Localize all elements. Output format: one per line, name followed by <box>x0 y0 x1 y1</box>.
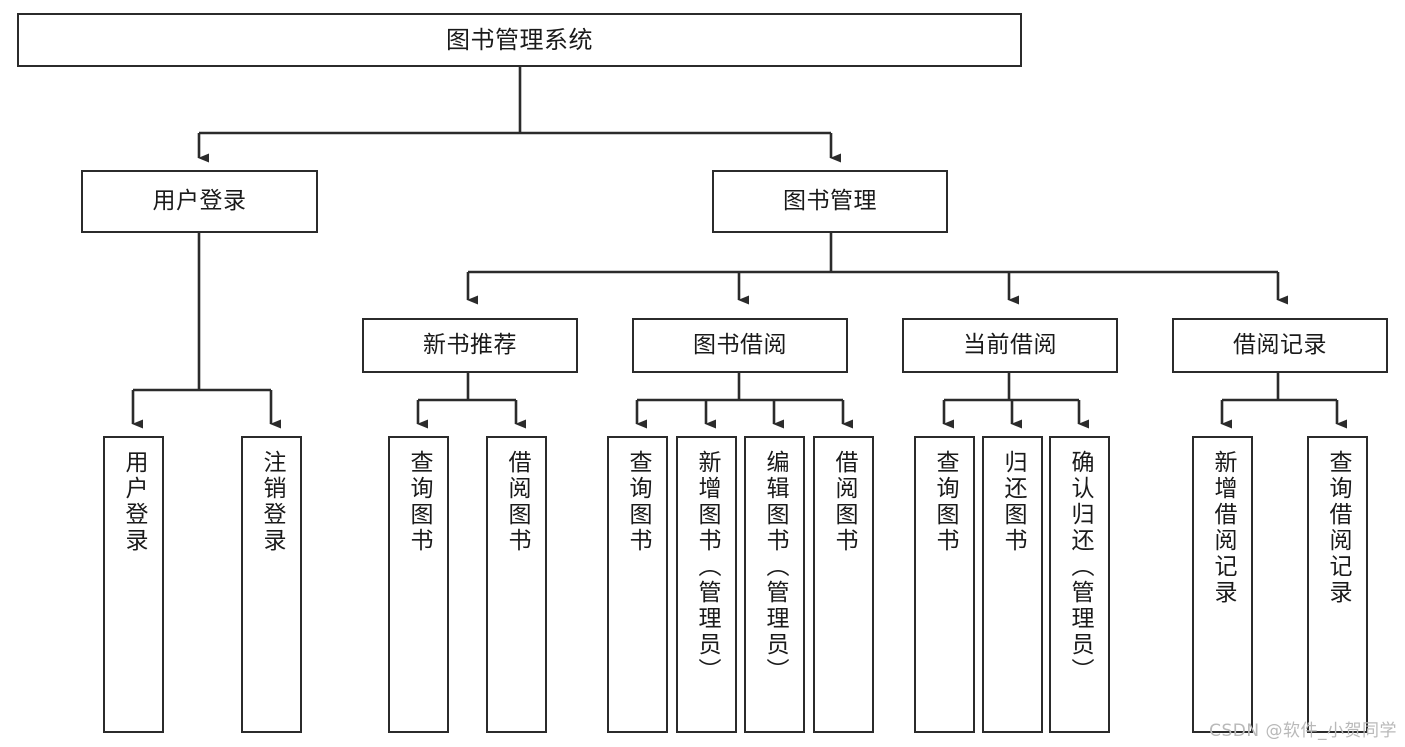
node-root-book-management-system[interactable]: 图书管理系统 <box>17 13 1022 67</box>
node-root-label: 图书管理系统 <box>446 25 593 54</box>
leaf-borrow-book-new-book[interactable]: 借阅图书 <box>486 436 547 733</box>
leaf-query-book-borrow[interactable]: 查询图书 <box>607 436 668 733</box>
leaf-add-book-admin[interactable]: 新增图书（管理员） <box>676 436 737 733</box>
node-user-login[interactable]: 用户登录 <box>81 170 318 233</box>
leaf-query-book-new-book-label: 查询图书 <box>406 450 432 554</box>
leaf-borrow-book-new-book-label: 借阅图书 <box>504 450 530 554</box>
node-book-management-label: 图书管理 <box>783 187 877 214</box>
node-book-borrow[interactable]: 图书借阅 <box>632 318 848 373</box>
leaf-query-book-current-label: 查询图书 <box>932 450 958 554</box>
leaf-query-book-current[interactable]: 查询图书 <box>914 436 975 733</box>
node-borrow-record-label: 借阅记录 <box>1233 331 1327 358</box>
leaf-confirm-return-admin-label: 确认归还（管理员） <box>1067 450 1093 684</box>
leaf-return-book[interactable]: 归还图书 <box>982 436 1043 733</box>
leaf-user-login[interactable]: 用户登录 <box>103 436 164 733</box>
node-new-book-recommend-label: 新书推荐 <box>423 331 517 358</box>
leaf-return-book-label: 归还图书 <box>1000 450 1026 554</box>
node-new-book-recommend[interactable]: 新书推荐 <box>362 318 578 373</box>
leaf-add-borrow-record[interactable]: 新增借阅记录 <box>1192 436 1253 733</box>
watermark-text: CSDN @软件_小贺同学 <box>1209 721 1397 741</box>
leaf-query-borrow-record[interactable]: 查询借阅记录 <box>1307 436 1368 733</box>
leaf-logout-login-label: 注销登录 <box>259 450 285 554</box>
leaf-query-borrow-record-label: 查询借阅记录 <box>1325 450 1351 606</box>
node-book-management[interactable]: 图书管理 <box>712 170 948 233</box>
leaf-query-book-new-book[interactable]: 查询图书 <box>388 436 449 733</box>
leaf-add-book-admin-label: 新增图书（管理员） <box>694 450 720 684</box>
leaf-borrow-book-borrow[interactable]: 借阅图书 <box>813 436 874 733</box>
leaf-add-borrow-record-label: 新增借阅记录 <box>1210 450 1236 606</box>
leaf-borrow-book-borrow-label: 借阅图书 <box>831 450 857 554</box>
node-borrow-record[interactable]: 借阅记录 <box>1172 318 1388 373</box>
leaf-query-book-borrow-label: 查询图书 <box>625 450 651 554</box>
node-book-borrow-label: 图书借阅 <box>693 331 787 358</box>
leaf-edit-book-admin[interactable]: 编辑图书（管理员） <box>744 436 805 733</box>
leaf-edit-book-admin-label: 编辑图书（管理员） <box>762 450 788 684</box>
node-current-borrow[interactable]: 当前借阅 <box>902 318 1118 373</box>
node-current-borrow-label: 当前借阅 <box>963 331 1057 358</box>
leaf-confirm-return-admin[interactable]: 确认归还（管理员） <box>1049 436 1110 733</box>
leaf-logout-login[interactable]: 注销登录 <box>241 436 302 733</box>
node-user-login-label: 用户登录 <box>152 187 247 214</box>
leaf-user-login-label: 用户登录 <box>121 450 147 554</box>
